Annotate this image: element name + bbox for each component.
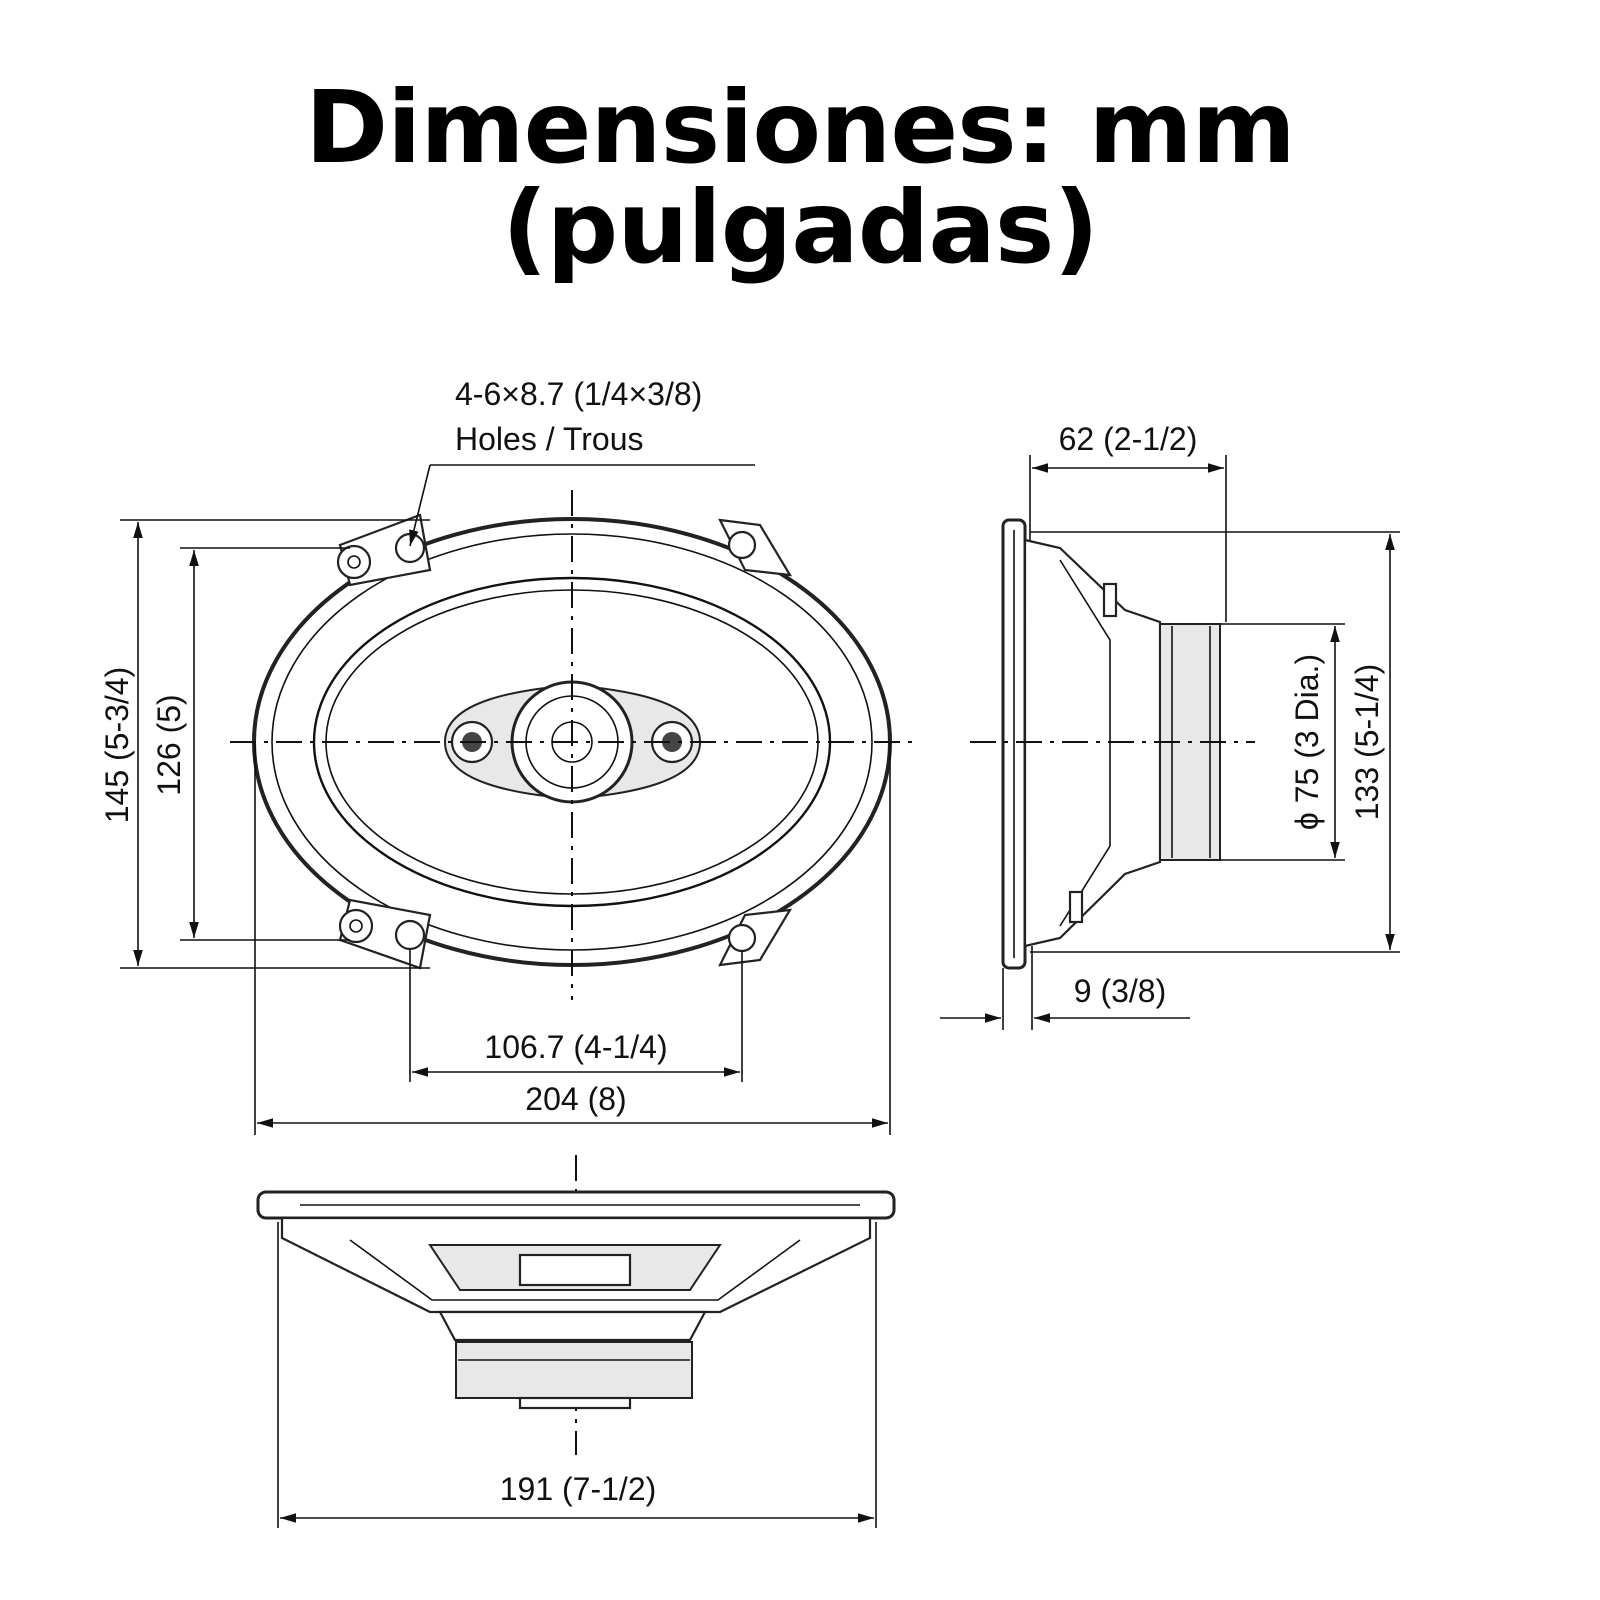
mounting-tab-top-left	[336, 513, 432, 587]
holes-spec-label: 4-6×8.7 (1/4×3/8)	[455, 376, 702, 412]
bottom-magnet	[455, 1341, 693, 1399]
depth-label: 62 (2-1/2)	[1059, 421, 1198, 457]
mounting-tab-top-right	[718, 518, 793, 577]
bottom-terminal	[518, 1253, 632, 1287]
holes-label: Holes / Trous	[455, 421, 644, 457]
magnet-diameter-label: ϕ 75 (3 Dia.)	[1289, 654, 1325, 830]
flange-label: 9 (3/8)	[1074, 973, 1166, 1009]
mounting-tab-bottom-left	[338, 898, 432, 970]
page-title: Dimensiones: mm (pulgadas)	[305, 69, 1296, 286]
hole-spacing-label: 106.7 (4-1/4)	[484, 1029, 667, 1065]
bottom-magnet-housing	[438, 1310, 707, 1342]
height-inner-label: 126 (5)	[151, 694, 187, 795]
mounting-tab-bottom-right	[718, 908, 793, 967]
width-label: 204 (8)	[525, 1081, 626, 1117]
side-basket	[1023, 538, 1162, 948]
side-view: 62 (2-1/2) ϕ 75 (3 Dia.) 133 (5-1/4) 9 (…	[940, 421, 1400, 1030]
bottom-view: 191 (7-1/2)	[256, 1155, 896, 1528]
front-view: 4-6×8.7 (1/4×3/8) Holes / Trous 145 (5-3…	[99, 376, 920, 1135]
side-height-label: 133 (5-1/4)	[1349, 664, 1385, 821]
height-outer-label: 145 (5-3/4)	[99, 667, 135, 824]
bottom-width-label: 191 (7-1/2)	[500, 1471, 657, 1507]
